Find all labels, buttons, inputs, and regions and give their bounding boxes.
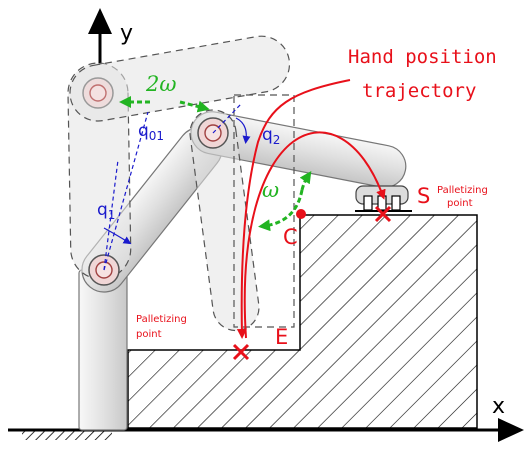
point-c-marker bbox=[296, 209, 306, 219]
q01-label: q01 bbox=[138, 121, 164, 143]
q1-label: q1 bbox=[97, 200, 115, 222]
trajectory-title-line1: Hand position bbox=[348, 46, 497, 68]
point-e-cross bbox=[232, 343, 250, 361]
x-axis-label: x bbox=[492, 394, 505, 419]
omega-inner-label: ω bbox=[262, 178, 279, 202]
y-axis-arrow bbox=[88, 8, 112, 34]
joint-ghost bbox=[82, 77, 114, 109]
point-s-label: S bbox=[417, 184, 430, 208]
palletizing-right-line1: Palletizing bbox=[437, 185, 488, 196]
point-e-label: E bbox=[275, 325, 288, 349]
point-c-label: C bbox=[283, 225, 298, 249]
x-axis-arrow bbox=[498, 418, 524, 442]
palletizing-left-line2: point bbox=[136, 329, 162, 340]
trajectory-title-line2: trajectory bbox=[362, 80, 476, 102]
ground-hatch bbox=[22, 431, 112, 440]
point-s-cross bbox=[374, 205, 392, 223]
y-axis-label: y bbox=[120, 21, 133, 46]
palletizing-left-line1: Palletizing bbox=[136, 314, 187, 325]
base-column bbox=[78, 269, 128, 431]
palletizing-right-line2: point bbox=[447, 198, 473, 209]
trajectory-arrows bbox=[236, 79, 386, 339]
workpiece-step bbox=[127, 214, 478, 429]
ghost-hand-box bbox=[233, 94, 295, 328]
angle-annotations bbox=[103, 102, 251, 271]
gripper-hand bbox=[355, 185, 412, 212]
omega-outer-label: 2ω bbox=[145, 72, 177, 96]
q2-label: q2 bbox=[262, 125, 280, 147]
angular-velocity-arrows bbox=[119, 96, 312, 232]
